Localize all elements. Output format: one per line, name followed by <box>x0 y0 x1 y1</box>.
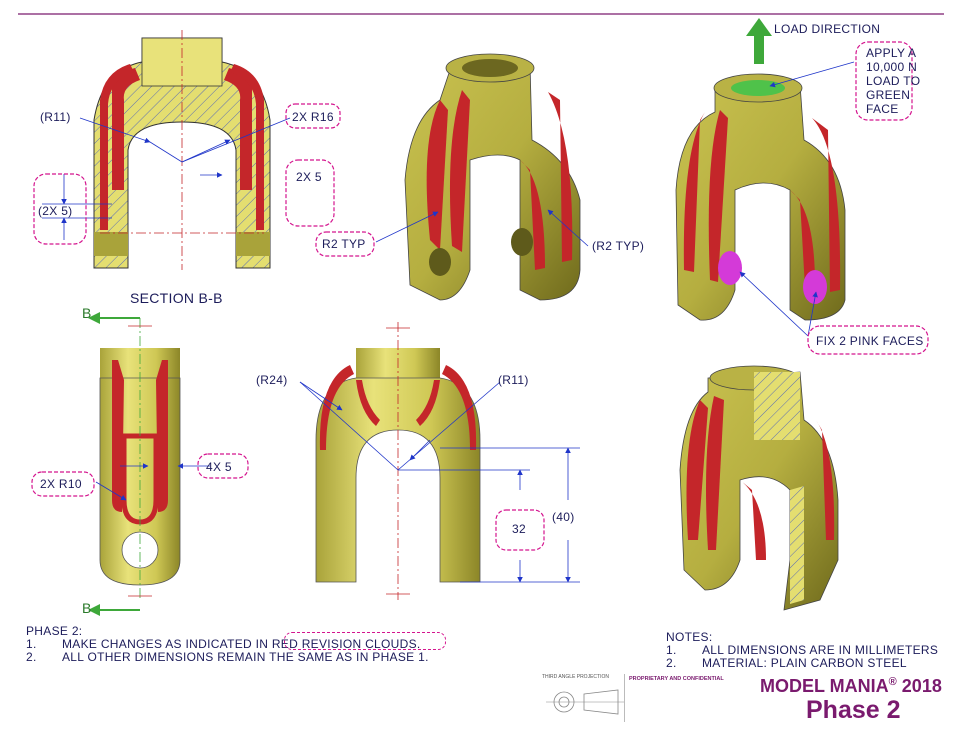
front-view <box>315 322 481 600</box>
revision-clouds-load <box>807 41 929 355</box>
iso-dim-leaders <box>375 209 589 247</box>
load-arrow <box>746 18 772 64</box>
section-title: SECTION B-B <box>130 290 223 306</box>
label-apply-line2: 10,000 N <box>866 60 918 74</box>
dim-r11-front: (R11) <box>498 373 529 387</box>
iso-view-load <box>675 73 846 321</box>
section-markers <box>88 312 140 616</box>
label-load-direction: LOAD DIRECTION <box>774 22 881 36</box>
label-apply-line4: GREEN <box>866 88 911 102</box>
note-1-num: 1. <box>666 643 677 657</box>
dim-40: (40) <box>552 510 575 524</box>
front-dim-lines <box>299 381 580 583</box>
title-phase: Phase 2 <box>806 696 901 724</box>
dim-32: 32 <box>512 522 526 536</box>
dim-r11-section: (R11) <box>40 110 71 124</box>
phase-note-1-text: MAKE CHANGES AS INDICATED IN RED REVISIO… <box>62 637 421 651</box>
section-b-b-view <box>93 30 271 270</box>
section-marker-top: B <box>82 305 92 321</box>
dim-2x-r16: 2X R16 <box>292 110 334 124</box>
dim-4x-5: 4X 5 <box>206 460 232 474</box>
revision-clouds-side <box>31 453 249 497</box>
cloud-r2-typ <box>315 231 375 257</box>
phase-note-2-num: 2. <box>26 650 37 664</box>
title-block: THIRD ANGLE PROJECTION PROPRIETARY AND C… <box>538 672 944 724</box>
label-fix-faces: FIX 2 PINK FACES <box>816 334 924 348</box>
dim-2x-r10: 2X R10 <box>40 477 82 491</box>
section-marker-bottom: B <box>82 600 92 616</box>
section-dim-lines <box>42 117 291 240</box>
projection-symbol-icon <box>546 689 624 715</box>
title-product: MODEL MANIA® 2018 <box>760 676 942 696</box>
label-apply-line5: FACE <box>866 102 899 116</box>
label-apply-line3: LOAD TO <box>866 74 921 88</box>
label-apply-line1: APPLY A <box>866 46 917 60</box>
projection-label: THIRD ANGLE PROJECTION <box>542 674 609 680</box>
phase-notes-heading: PHASE 2: <box>26 624 83 638</box>
proprietary-box: PROPRIETARY AND CONFIDENTIAL <box>624 674 759 722</box>
dim-paren-2x5: (2X 5) <box>38 204 73 218</box>
load-leaders <box>739 61 855 337</box>
note-1-text: ALL DIMENSIONS ARE IN MILLIMETERS <box>702 643 939 657</box>
dim-2x-5: 2X 5 <box>296 170 322 184</box>
phase-note-2-text: ALL OTHER DIMENSIONS REMAIN THE SAME AS … <box>62 650 429 664</box>
note-2-num: 2. <box>666 656 677 670</box>
cloud-phase-note <box>284 632 446 650</box>
iso-view-top-middle <box>404 53 581 301</box>
side-dim-lines <box>95 463 210 501</box>
side-view-left <box>99 318 181 600</box>
dim-r2-typ: R2 TYP <box>322 237 366 251</box>
notes-heading: NOTES: <box>666 630 713 644</box>
phase-note-1-num: 1. <box>26 637 37 651</box>
iso-view-section <box>679 365 839 611</box>
revision-clouds-front <box>495 509 545 551</box>
dim-r24: (R24) <box>256 373 288 387</box>
note-2-text: MATERIAL: PLAIN CARBON STEEL <box>702 656 907 670</box>
revision-clouds-section <box>33 103 341 245</box>
dim-r2-typ-paren: (R2 TYP) <box>592 239 645 253</box>
proprietary-label: PROPRIETARY AND CONFIDENTIAL <box>629 676 724 682</box>
